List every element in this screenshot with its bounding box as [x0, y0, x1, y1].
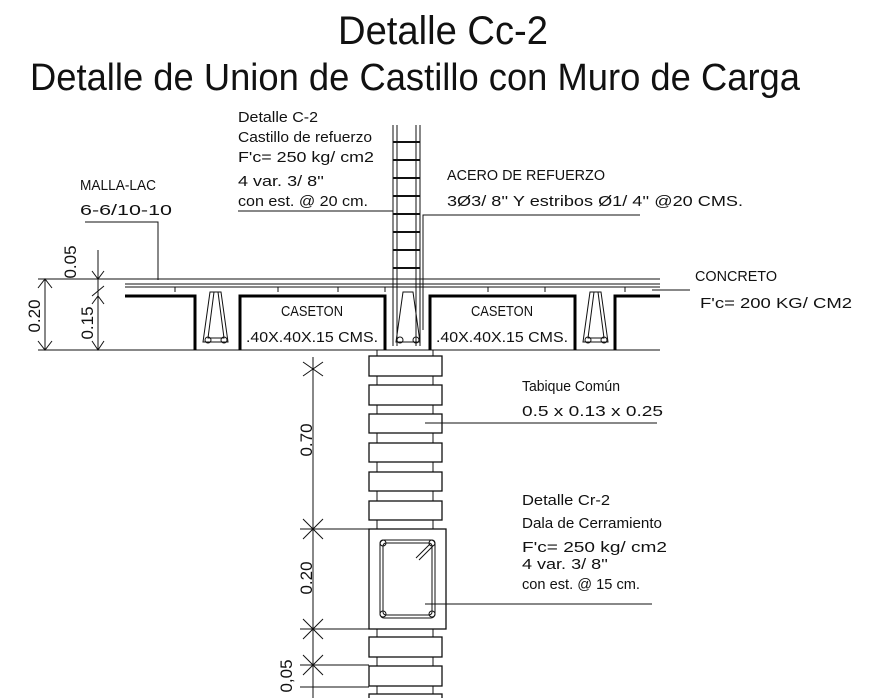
mesh-bars — [174, 287, 626, 292]
svg-text:F'c= 200 KG/ CM2: F'c= 200 KG/ CM2 — [700, 295, 852, 312]
caseton-1-label: CASETON — [281, 303, 343, 320]
slab-dimensions: 0.20 0.05 0.15 — [25, 245, 125, 351]
svg-text:0.05: 0.05 — [61, 245, 80, 278]
svg-text:0.5 x 0.13 x 0.25: 0.5 x 0.13 x 0.25 — [522, 403, 663, 420]
svg-text:F'c= 250 kg/ cm2: F'c= 250 kg/ cm2 — [522, 539, 667, 556]
svg-text:0.70: 0.70 — [297, 423, 316, 456]
caseton-1-size: .40X.40X.15 CMS. — [246, 329, 378, 346]
castillo — [392, 125, 421, 346]
drawing-subtitle: Detalle de Union de Castillo con Muro de… — [30, 57, 801, 99]
svg-text:con est. @ 20 cm.: con est. @ 20 cm. — [238, 193, 368, 210]
malla-callout: MALLA-LAC 6-6/10-10 — [80, 177, 172, 280]
dala-callout: Detalle Cr-2 Dala de Cerramiento F'c= 25… — [425, 492, 667, 605]
svg-text:F'c= 250 kg/ cm2: F'c= 250 kg/ cm2 — [238, 149, 374, 166]
dala-section — [368, 528, 447, 630]
svg-text:4 var. 3/ 8'': 4 var. 3/ 8'' — [522, 556, 608, 573]
svg-text:6-6/10-10: 6-6/10-10 — [80, 202, 172, 219]
svg-text:MALLA-LAC: MALLA-LAC — [80, 177, 156, 194]
svg-text:Detalle Cr-2: Detalle Cr-2 — [522, 492, 610, 509]
svg-text:4 var. 3/ 8'': 4 var. 3/ 8'' — [238, 173, 324, 190]
acero-callout: ACERO DE REFUERZO 3Ø3/ 8'' Y estribos Ø1… — [422, 167, 743, 330]
caseton-2-size: .40X.40X.15 CMS. — [436, 329, 568, 346]
brick-wall — [368, 350, 443, 698]
svg-text:con est. @ 15 cm.: con est. @ 15 cm. — [522, 576, 640, 593]
svg-text:0.15: 0.15 — [78, 306, 97, 339]
castillo-callout: Detalle C-2 Castillo de refuerzo F'c= 25… — [238, 109, 393, 212]
svg-text:0.20: 0.20 — [297, 561, 316, 594]
slab: CASETON .40X.40X.15 CMS. CASETON .40X.40… — [125, 278, 660, 351]
rib-stirrups — [202, 291, 609, 344]
concreto-callout: CONCRETO F'c= 200 KG/ CM2 — [652, 268, 852, 312]
svg-text:Castillo de refuerzo: Castillo de refuerzo — [238, 129, 372, 146]
svg-text:3Ø3/ 8'' Y estribos Ø1/ 4'' @2: 3Ø3/ 8'' Y estribos Ø1/ 4'' @20 CMS. — [447, 193, 743, 210]
caseton-2-label: CASETON — [471, 303, 533, 320]
svg-text:Dala de Cerramiento: Dala de Cerramiento — [522, 515, 662, 532]
svg-text:ACERO DE REFUERZO: ACERO DE REFUERZO — [447, 167, 605, 184]
drawing-title: Detalle Cc-2 — [338, 9, 548, 53]
wall-dimensions: 0.70 0.20 0,05 — [277, 357, 369, 698]
svg-text:0,05: 0,05 — [277, 659, 296, 692]
svg-text:0.20: 0.20 — [25, 299, 44, 332]
svg-text:Detalle C-2: Detalle C-2 — [238, 109, 318, 126]
tabique-callout: Tabique Común 0.5 x 0.13 x 0.25 — [425, 378, 663, 424]
svg-text:Tabique Común: Tabique Común — [522, 378, 620, 395]
svg-text:CONCRETO: CONCRETO — [695, 268, 777, 285]
